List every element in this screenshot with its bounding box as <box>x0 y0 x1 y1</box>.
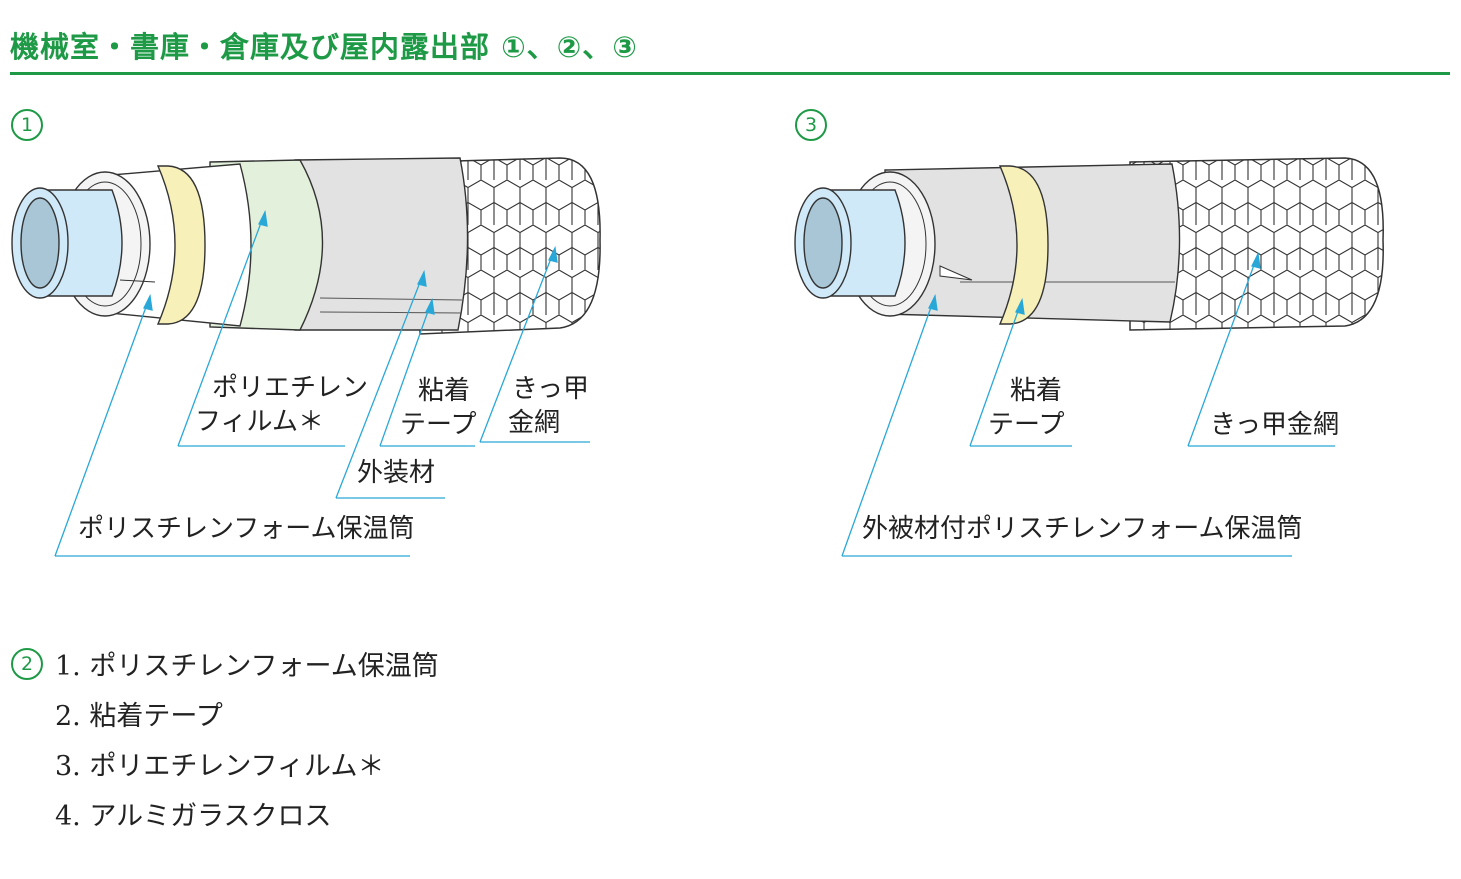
label-mesh-line1: きっ甲 <box>512 374 589 404</box>
diagram-1-pipe <box>11 157 601 335</box>
leaders-1 <box>54 209 590 557</box>
mesh-layer-3 <box>1129 157 1384 331</box>
label-tape-3-line2: テープ <box>988 410 1065 440</box>
page-title: 機械室・書庫・倉庫及び屋内露出部 ①、②、③ <box>10 30 638 64</box>
label-tape-3-line1: 粘着 <box>1010 376 1063 406</box>
list-item: 3. ポリエチレンフィルム＊ <box>55 751 385 782</box>
list-item: 2. 粘着テープ <box>55 701 223 732</box>
label-mesh-line2: 金網 <box>508 408 561 438</box>
label-foam-sleeve: ポリスチレンフォーム保温筒 <box>78 514 415 544</box>
outer-jacket-seam-1 <box>319 297 463 301</box>
marker-1: 1 <box>11 109 43 141</box>
tape-ring-1 <box>156 165 206 325</box>
label-tape-line2: テープ <box>400 410 477 440</box>
label-tape-line1: 粘着 <box>418 376 471 406</box>
label-film-line2: フィルム＊ <box>195 407 324 437</box>
label-outer-jacket: 外装材 <box>357 458 436 488</box>
leaders-3 <box>841 251 1335 557</box>
label-foam-sleeve-3: 外被材付ポリスチレンフォーム保温筒 <box>862 514 1303 544</box>
pipe-bore-1 <box>20 197 60 289</box>
diagram-3-pipe <box>794 157 1384 331</box>
list-item: 4. アルミガラスクロス <box>55 801 332 832</box>
outer-jacket-1 <box>294 157 469 331</box>
label-mesh-3: きっ甲金網 <box>1210 410 1339 440</box>
tape-ring-3 <box>998 165 1049 325</box>
list-item: 1. ポリスチレンフォーム保温筒 <box>55 651 439 682</box>
marker-2: 2 <box>11 648 43 680</box>
label-film-line1: ポリエチレン <box>212 373 369 403</box>
marker-3: 3 <box>795 109 827 141</box>
pipe-bore-3 <box>803 197 843 289</box>
title-rule <box>10 72 1450 75</box>
